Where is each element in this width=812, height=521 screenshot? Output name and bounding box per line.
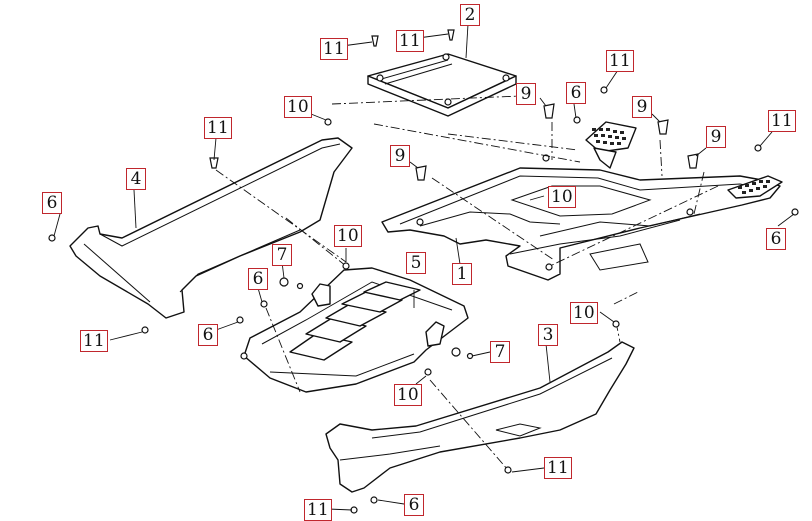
callout-part-11: 11: [606, 50, 634, 72]
callout-part-11: 11: [768, 110, 796, 132]
callout-part-6: 6: [766, 228, 786, 250]
part-5-center-floor-panel: [240, 267, 469, 393]
callout-part-10: 10: [548, 186, 576, 208]
part-2-cover-plate: [367, 53, 517, 117]
callout-part-11: 11: [396, 30, 424, 52]
part-4-left-side-cover: [69, 137, 353, 319]
callout-part-5: 5: [406, 252, 426, 274]
callout-part-7: 7: [490, 341, 510, 363]
callout-part-1: 1: [452, 263, 472, 285]
callout-part-6: 6: [404, 494, 424, 516]
callout-part-6: 6: [42, 192, 62, 214]
callout-part-11: 11: [544, 457, 572, 479]
callout-part-6: 6: [198, 324, 218, 346]
grill-pattern: [592, 128, 770, 194]
callout-part-11: 11: [80, 330, 108, 352]
callout-part-4: 4: [126, 168, 146, 190]
callout-part-9: 9: [706, 126, 726, 148]
callout-part-6: 6: [566, 82, 586, 104]
callout-part-9: 9: [632, 96, 652, 118]
callout-part-11: 11: [204, 117, 232, 139]
callout-part-10: 10: [334, 225, 362, 247]
callout-part-10: 10: [284, 96, 312, 118]
callout-part-3: 3: [538, 324, 558, 346]
part-3-right-side-cover: [325, 341, 635, 493]
callout-part-7: 7: [272, 244, 292, 266]
callout-part-6: 6: [248, 268, 268, 290]
callout-part-10: 10: [394, 384, 422, 406]
fastener-bolts: [48, 29, 799, 514]
callout-part-11: 11: [304, 499, 332, 521]
callout-part-11: 11: [320, 38, 348, 60]
callout-part-9: 9: [390, 145, 410, 167]
callout-part-10: 10: [570, 302, 598, 324]
callout-part-9: 9: [516, 83, 536, 105]
callout-part-2: 2: [460, 4, 480, 26]
